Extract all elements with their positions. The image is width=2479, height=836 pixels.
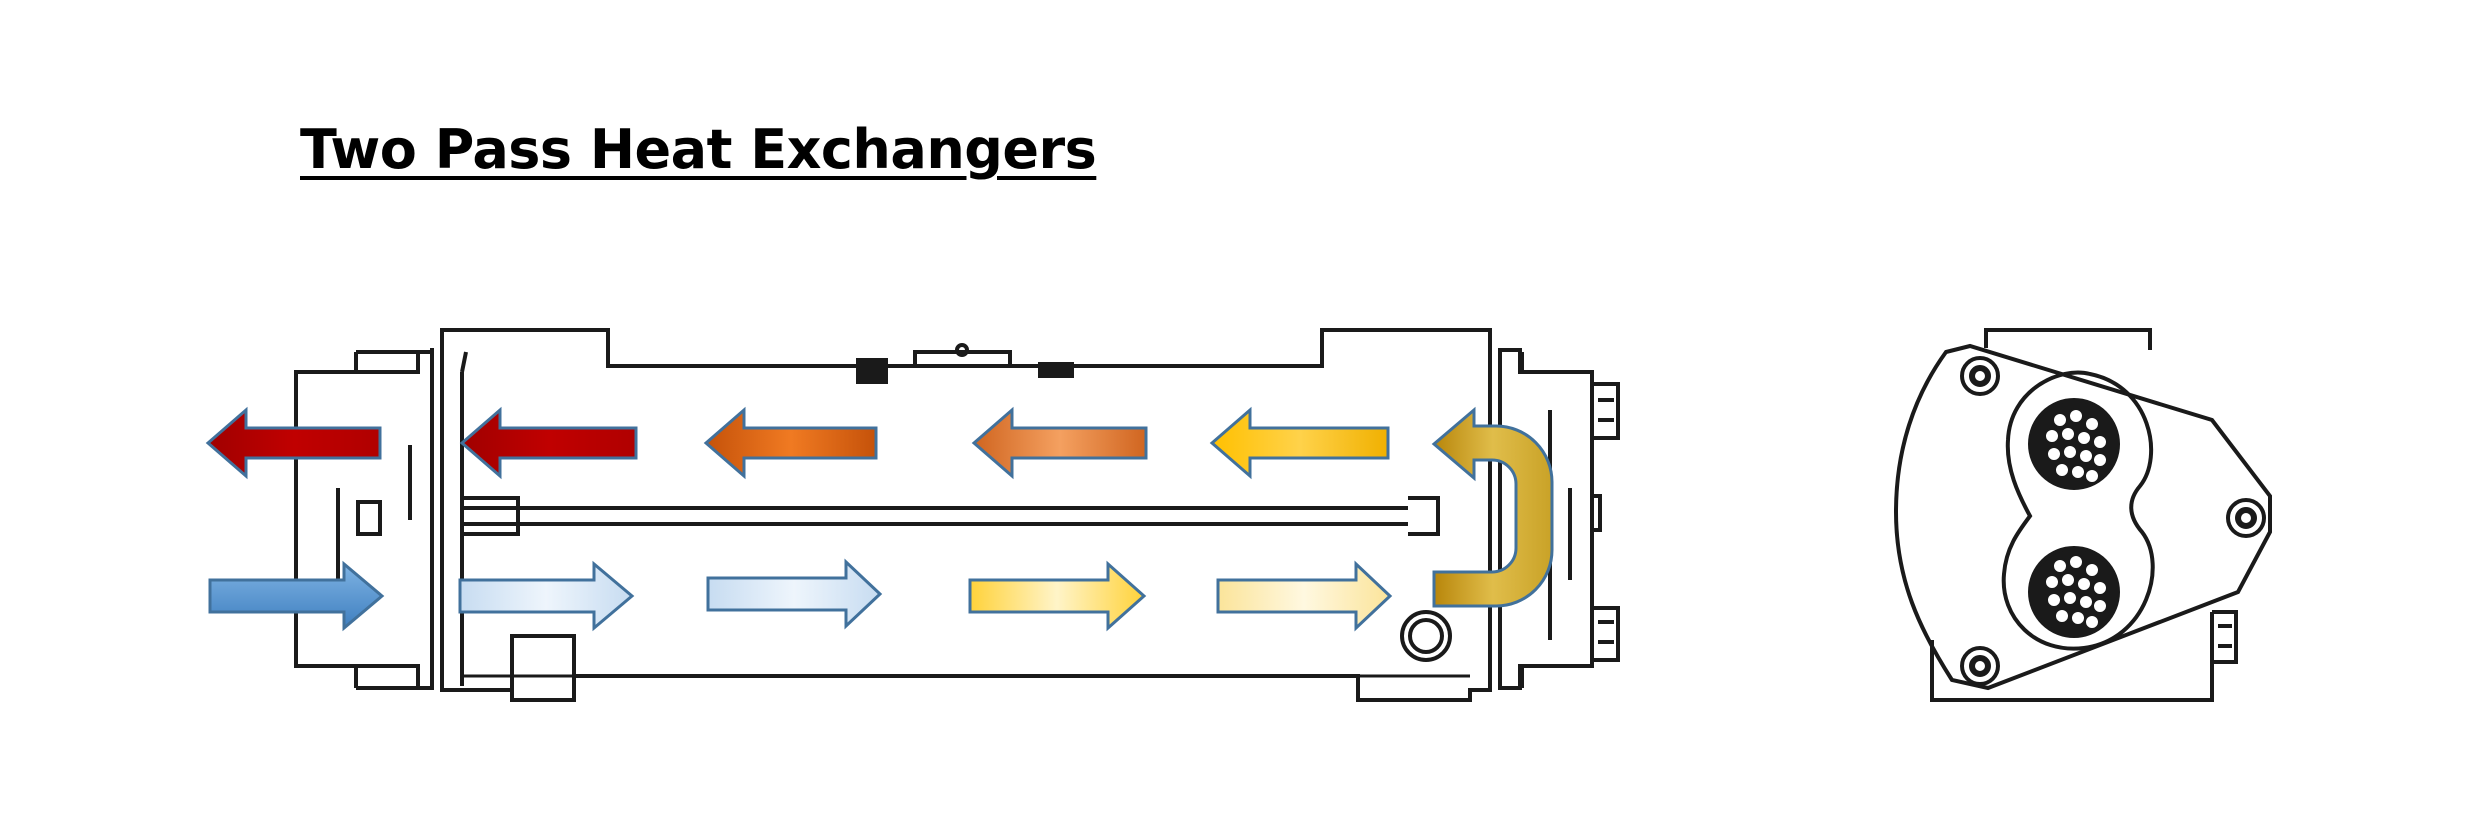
bolt-right [2226,498,2266,538]
tube-bundle-upper [2028,398,2120,490]
drain-plug [1400,610,1452,662]
bolt-bottom-left [1960,646,2000,686]
flow-arrow-left-3 [971,406,1148,480]
shell-body [440,328,1492,702]
flow-arrow-right-4 [1216,560,1393,632]
flow-arrow-left-1 [459,406,638,480]
flow-arrow-right-1 [458,560,635,632]
flow-arrow-left-2 [703,406,878,480]
flow-arrow-left-4 [1209,406,1390,480]
pass-partition-outline [2001,370,2155,651]
tube-bundle-lower [2028,546,2120,638]
exchanger-end-view [1893,328,2272,702]
top-port-left [856,358,888,384]
flow-arrows [205,406,1554,632]
bolt-upper [1592,382,1620,440]
flow-arrow-right-2 [706,558,883,630]
flow-arrow-left-outlet [205,406,382,480]
flow-arrow-right-3 [968,560,1147,632]
bolt-lower [1592,606,1620,662]
exchanger-side-view [294,328,1620,702]
end-cover-plate [1893,343,2272,691]
top-port-right [1038,362,1074,378]
flow-arrow-right-inlet [208,560,385,632]
page-title: Two Pass Heat Exchangers [300,118,1097,181]
u-turn-arrow [1431,406,1554,608]
bolt-top-left [1960,356,2000,396]
